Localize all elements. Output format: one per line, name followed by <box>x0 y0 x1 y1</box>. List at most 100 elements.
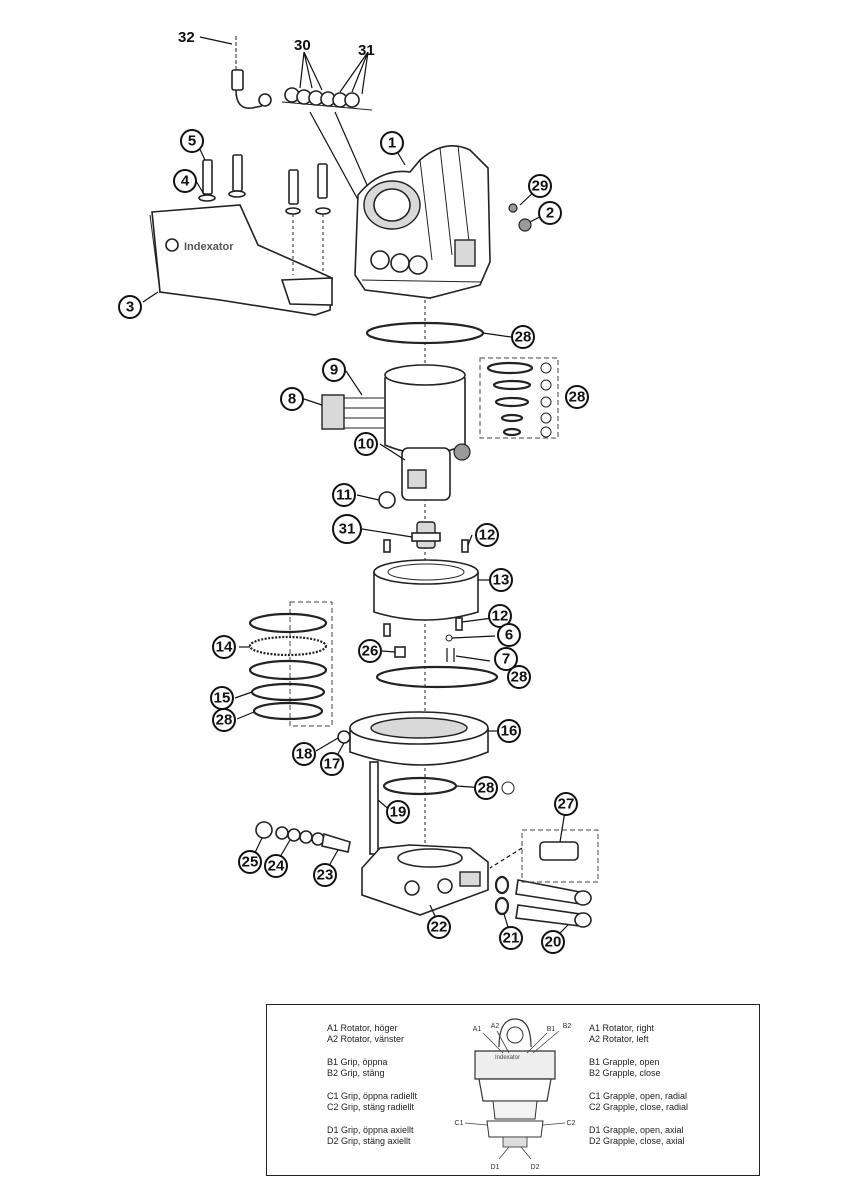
svg-text:23: 23 <box>317 867 334 884</box>
callout-25: 25 <box>238 850 262 874</box>
legend-en-a1: A1 Rotator, right <box>589 1023 655 1033</box>
callout-20: 20 <box>541 930 565 954</box>
port-label-a1: A1 <box>473 1026 482 1033</box>
svg-text:19: 19 <box>390 804 407 821</box>
label-30: 30 <box>294 37 311 54</box>
legend-swedish-column: A1 Rotator, höger A2 Rotator, vänster B1… <box>327 1023 417 1147</box>
port-label-b1: B1 <box>547 1026 556 1033</box>
svg-text:27: 27 <box>558 796 575 813</box>
callout-2: 2 <box>538 201 562 225</box>
part-8-9-block-springs <box>321 394 384 430</box>
svg-text:8: 8 <box>288 391 296 408</box>
callout-16: 16 <box>497 719 521 743</box>
svg-text:1: 1 <box>388 135 396 152</box>
port-label-a2: A2 <box>491 1023 500 1030</box>
part-7-springs <box>446 648 455 662</box>
svg-text:9: 9 <box>330 362 338 379</box>
part-16-flange <box>349 711 489 766</box>
part-12-pin-left <box>383 539 391 553</box>
legend-sv-a2: A2 Rotator, vänster <box>327 1034 405 1044</box>
svg-text:6: 6 <box>505 627 513 644</box>
legend-en-d2: D2 Grapple, close, axial <box>589 1136 685 1146</box>
svg-text:18: 18 <box>296 746 313 763</box>
callout-29: 29 <box>528 174 552 198</box>
part-3-cover: Indexator <box>149 204 333 316</box>
svg-text:5: 5 <box>188 133 196 150</box>
callout-3: 3 <box>118 295 142 319</box>
part-28-seal-kit <box>479 357 559 439</box>
svg-text:16: 16 <box>501 723 518 740</box>
callout-10: 10 <box>354 432 378 456</box>
part-26-plug <box>394 646 406 658</box>
callout-21: 21 <box>499 926 523 950</box>
cover-logo-text: Indexator <box>184 241 234 253</box>
callout-23: 23 <box>313 863 337 887</box>
callout-28-lower: 28 <box>474 776 498 800</box>
svg-text:20: 20 <box>545 934 562 951</box>
legend-en-b2: B2 Grapple, close <box>589 1068 661 1078</box>
svg-text:3: 3 <box>126 299 134 316</box>
part-12-pin-lower-left <box>383 623 391 637</box>
part-19-tube <box>369 761 379 855</box>
callout-1: 1 <box>380 131 404 155</box>
svg-text:21: 21 <box>503 930 520 947</box>
part-30-31-fittings <box>281 87 393 243</box>
callout-26: 26 <box>358 639 382 663</box>
port-label-b2: B2 <box>563 1023 572 1030</box>
part-23-24-25-valve-set <box>255 821 351 853</box>
svg-text:4: 4 <box>181 173 190 190</box>
legend-sv-b2: B2 Grip, stäng <box>327 1068 385 1078</box>
part-32-hose <box>231 36 272 109</box>
svg-text:28: 28 <box>216 712 233 729</box>
callout-9: 9 <box>322 358 346 382</box>
legend-sv-c1: C1 Grip, öppna radiellt <box>327 1091 418 1101</box>
svg-text:28: 28 <box>569 389 586 406</box>
callout-5: 5 <box>180 129 204 153</box>
legend-en-b1: B1 Grapple, open <box>589 1057 660 1067</box>
callout-7: 7 <box>494 647 518 671</box>
exploded-view-drawing: Indexator <box>118 29 599 954</box>
legend-sv-a1: A1 Rotator, höger <box>327 1023 398 1033</box>
svg-text:2: 2 <box>546 205 554 222</box>
callout-28-mid: 28 <box>507 665 531 689</box>
svg-text:10: 10 <box>358 436 375 453</box>
part-12-pin-right <box>461 539 469 553</box>
svg-text:14: 14 <box>216 639 233 656</box>
svg-text:22: 22 <box>431 919 448 936</box>
legend-logo-text: Indexator <box>495 1055 520 1061</box>
svg-text:24: 24 <box>268 858 285 875</box>
callout-4: 4 <box>173 169 197 193</box>
callout-24: 24 <box>264 854 288 878</box>
callout-11: 11 <box>332 483 356 507</box>
callout-22: 22 <box>427 915 451 939</box>
port-label-d2: D2 <box>531 1164 540 1171</box>
part-28-o-ring-mid <box>375 665 499 689</box>
callout-6: 6 <box>497 623 521 647</box>
svg-text:7: 7 <box>502 651 510 668</box>
port-label-c1: C1 <box>455 1120 464 1127</box>
svg-text:28: 28 <box>478 780 495 797</box>
callout-13: 13 <box>489 568 513 592</box>
svg-text:12: 12 <box>479 527 496 544</box>
callout-12-lower: 12 <box>488 604 512 628</box>
legend-sv-b1: B1 Grip, öppna <box>327 1057 388 1067</box>
port-label-d1: D1 <box>491 1164 500 1171</box>
label-31: 31 <box>358 42 375 59</box>
part-11-washer <box>378 491 396 509</box>
part-13-ring <box>373 559 479 621</box>
svg-text:17: 17 <box>324 756 341 773</box>
legend-en-d1: D1 Grapple, open, axial <box>589 1125 684 1135</box>
svg-text:29: 29 <box>532 178 549 195</box>
part-6-ball <box>445 634 453 642</box>
svg-text:15: 15 <box>214 690 231 707</box>
port-label-c2: C2 <box>567 1120 576 1127</box>
callout-12-top: 12 <box>475 523 499 547</box>
part-17-washer <box>337 730 351 744</box>
svg-text:25: 25 <box>242 854 259 871</box>
svg-text:28: 28 <box>511 669 528 686</box>
callout-28-kit: 28 <box>565 385 589 409</box>
svg-text:31: 31 <box>339 521 356 538</box>
part-28-o-ring-lower <box>382 776 458 796</box>
svg-text:12: 12 <box>492 608 509 625</box>
